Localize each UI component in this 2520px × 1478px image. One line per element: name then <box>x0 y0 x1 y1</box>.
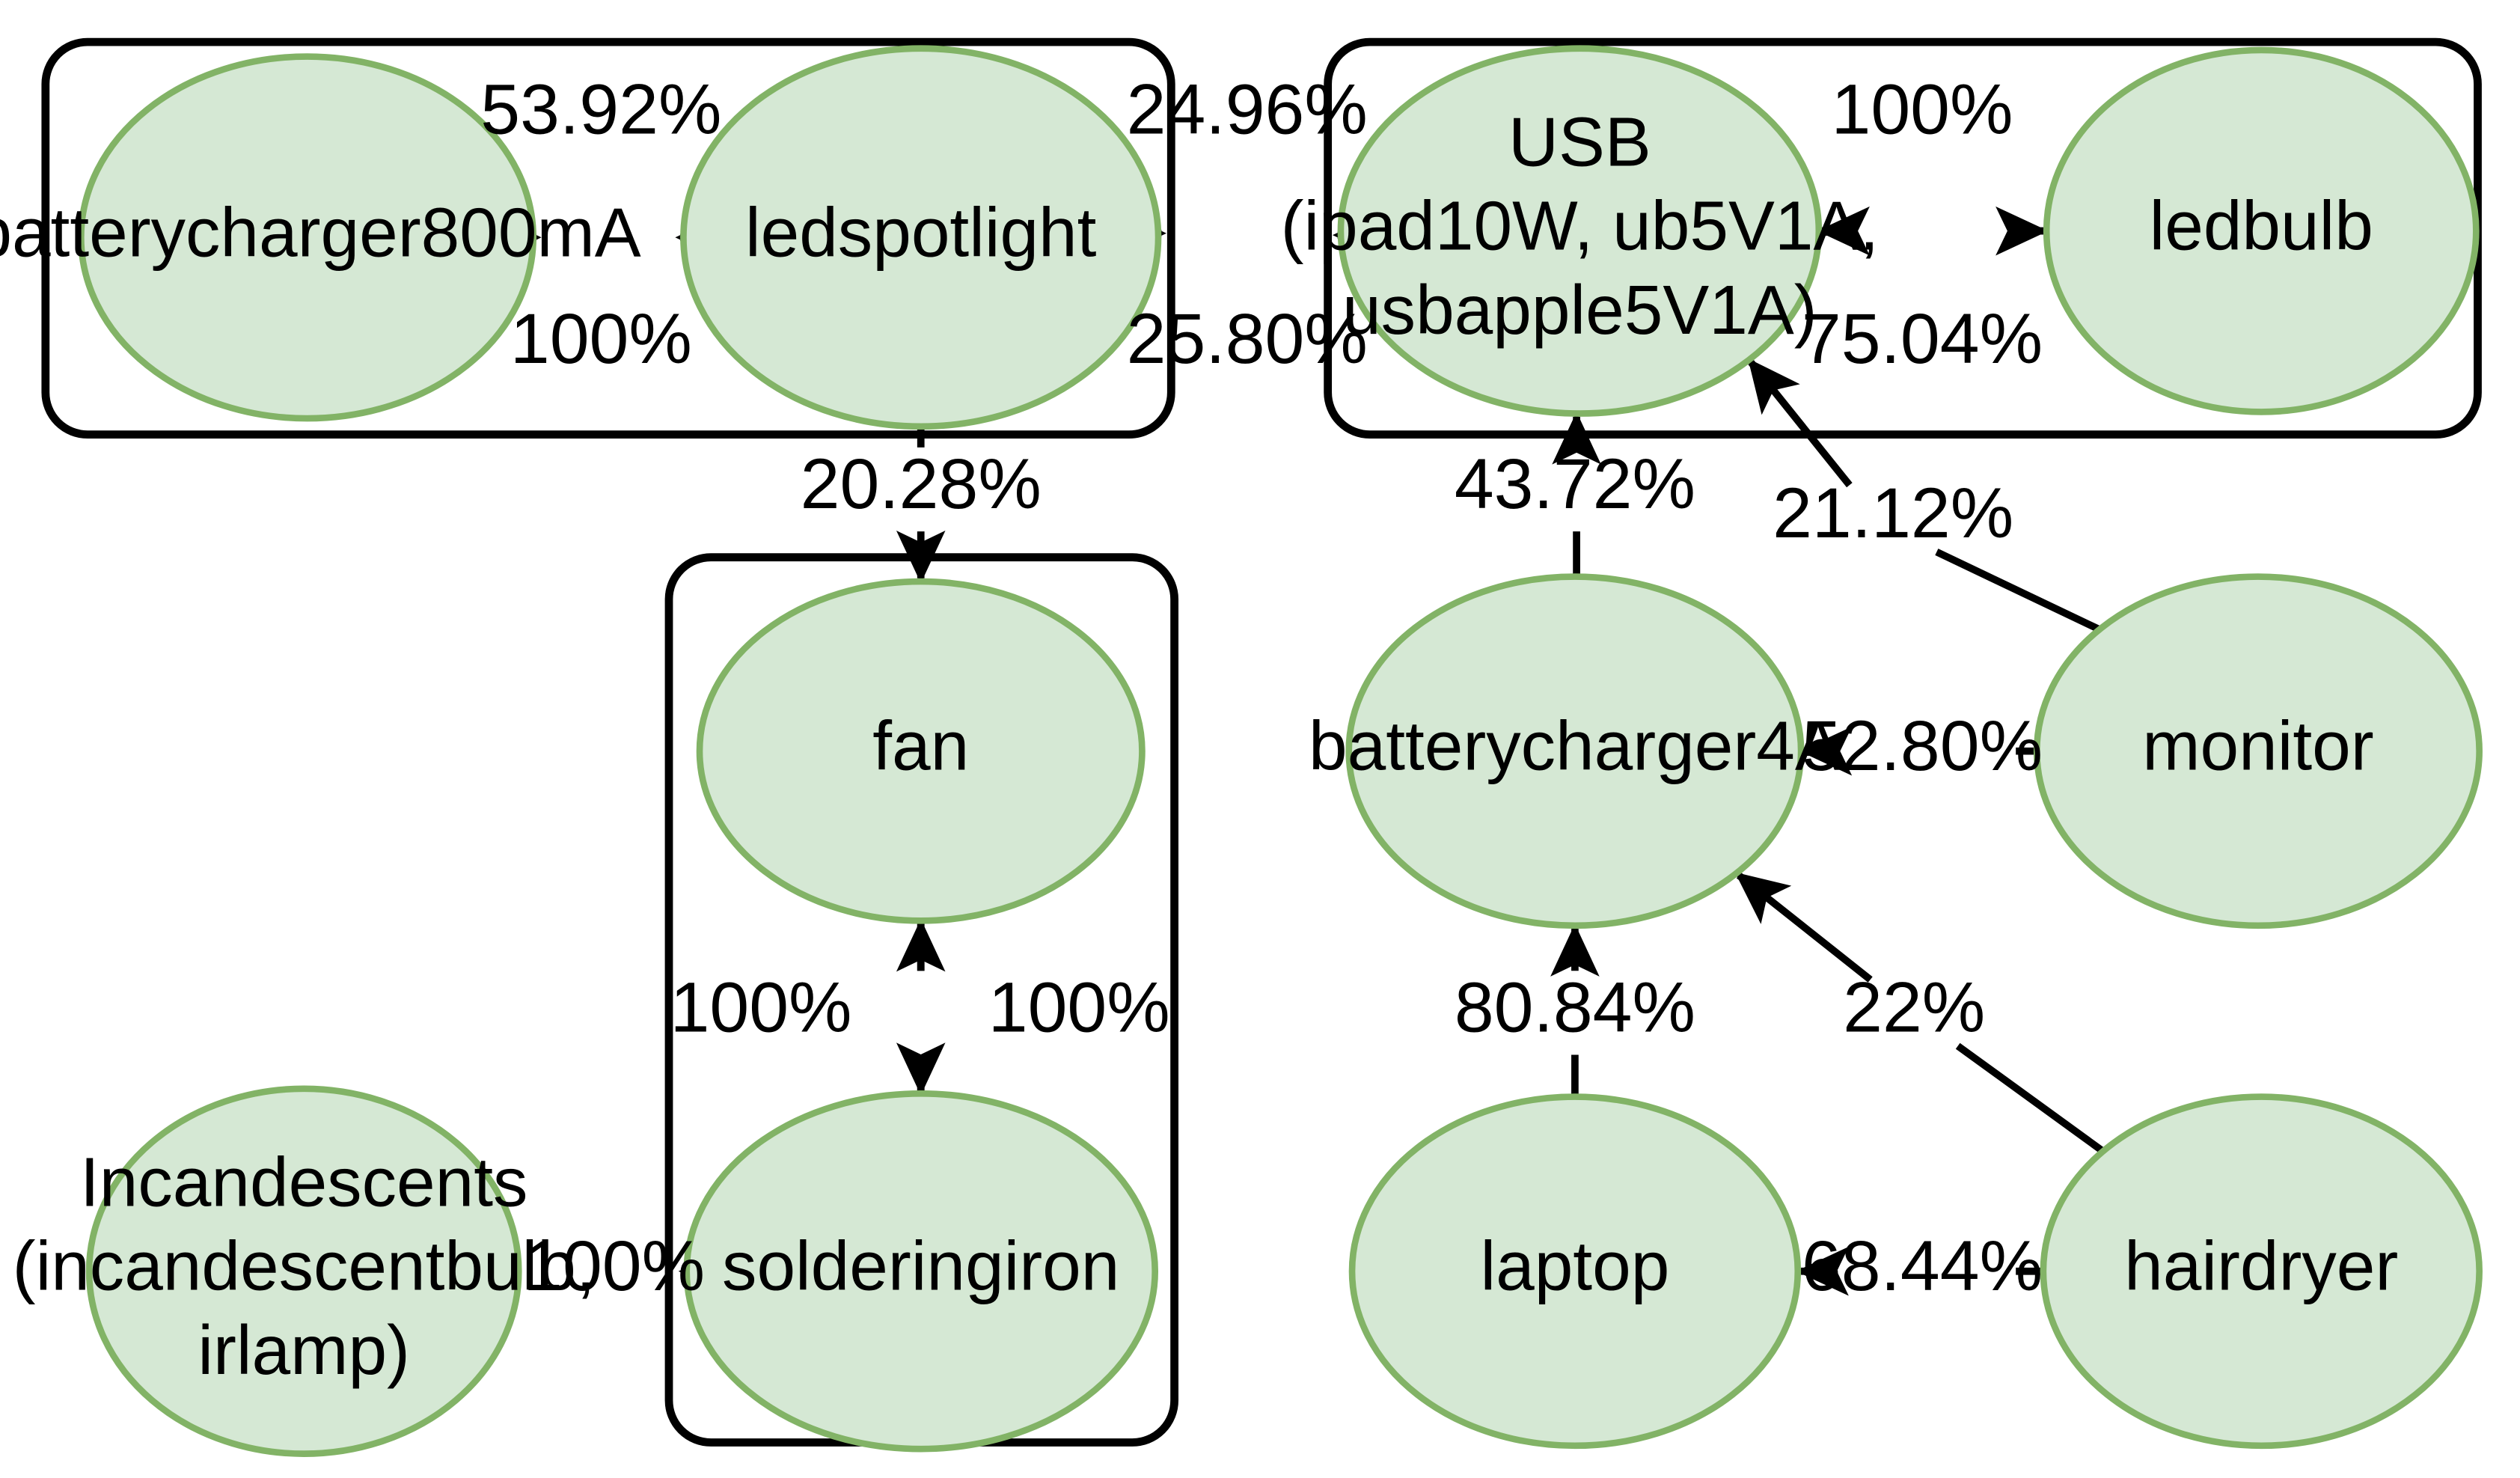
edge-segment <box>1748 358 1853 488</box>
node-ledbulb[interactable]: ledbulb <box>2043 46 2480 415</box>
node-batterycharger4A[interactable]: batterycharger4A <box>1309 573 1841 929</box>
node-label: batterycharger800mA <box>0 193 641 271</box>
node-solderingiron[interactable]: solderingiron <box>683 1090 1159 1453</box>
edge-label: 20.28% <box>801 445 1042 524</box>
edge-label: 100% <box>523 1227 705 1306</box>
node-label: USB(ipad10W, ub5V1A,usbapple5V1A) <box>1281 103 1880 348</box>
node-shape[interactable] <box>85 1085 522 1457</box>
node-monitor[interactable]: monitor <box>2033 573 2483 929</box>
node-shape[interactable] <box>77 53 537 422</box>
node-batterycharger800mA[interactable]: batterycharger800mA <box>0 53 641 422</box>
node-shape[interactable] <box>1345 573 1805 929</box>
edge-label: 68.44% <box>1802 1227 2043 1306</box>
edge-label: 100% <box>510 299 692 379</box>
edge-label: 25.80% <box>1127 299 1368 379</box>
node-laptop[interactable]: laptop <box>1348 1093 1802 1450</box>
node-shape[interactable] <box>680 45 1162 430</box>
edge <box>1734 872 2105 1155</box>
node-USB[interactable]: USB(ipad10W, ub5V1A,usbapple5V1A) <box>1281 45 1880 417</box>
edge-segment <box>1935 549 2102 633</box>
edge-label: 80.84% <box>1455 968 1695 1047</box>
nodes: batterycharger800mA ledspotlight USB(ipad1… <box>0 45 2483 1457</box>
edge-label: 21.12% <box>1773 474 2013 553</box>
node-hairdryer[interactable]: hairdryer <box>2040 1093 2483 1450</box>
node-label: monitor <box>2142 706 2373 784</box>
node-shape[interactable] <box>1348 1093 1802 1450</box>
node-shape[interactable] <box>2043 46 2480 415</box>
node-shape[interactable] <box>2033 573 2483 929</box>
node-label: fan <box>872 706 969 784</box>
edge-label: 43.72% <box>1455 445 1695 524</box>
node-label: solderingiron <box>722 1227 1119 1304</box>
node-label: batterycharger4A <box>1309 706 1841 784</box>
edge-label: 53.92% <box>480 70 721 149</box>
node-shape[interactable] <box>1337 45 1823 417</box>
node-ledspotlight[interactable]: ledspotlight <box>680 45 1162 430</box>
node-label: ledspotlight <box>745 193 1097 271</box>
node-label: Incandescents(incandescentbulb,irlamp) <box>13 1143 596 1388</box>
edge-label: 100% <box>1832 70 2013 149</box>
edge-label: 22% <box>1843 968 1985 1047</box>
node-shape[interactable] <box>696 578 1146 924</box>
node-shape[interactable] <box>683 1090 1159 1453</box>
edge-label: 52.80% <box>1802 706 2043 786</box>
cluster-box <box>41 37 1175 439</box>
node-label: laptop <box>1480 1227 1669 1304</box>
edge-label: 24.96% <box>1127 70 1368 149</box>
node-label: hairdryer <box>2124 1227 2398 1304</box>
node-label: ledbulb <box>2150 186 2373 264</box>
node-fan[interactable]: fan <box>696 578 1146 924</box>
edge-segment <box>1955 1042 2105 1155</box>
edge <box>1748 358 2102 633</box>
edge-segment <box>1734 872 1873 983</box>
node-shape[interactable] <box>2040 1093 2483 1450</box>
node-Incandescents[interactable]: Incandescents(incandescentbulb,irlamp) <box>13 1085 596 1457</box>
edge-label: 100% <box>988 968 1170 1047</box>
edge-label: 100% <box>670 968 852 1047</box>
edge-labels: 53.92% 100% 24.96% 25.80% 100% 75.04% 20.28% 10… <box>480 70 2043 1305</box>
edge-label: 75.04% <box>1802 299 2043 379</box>
